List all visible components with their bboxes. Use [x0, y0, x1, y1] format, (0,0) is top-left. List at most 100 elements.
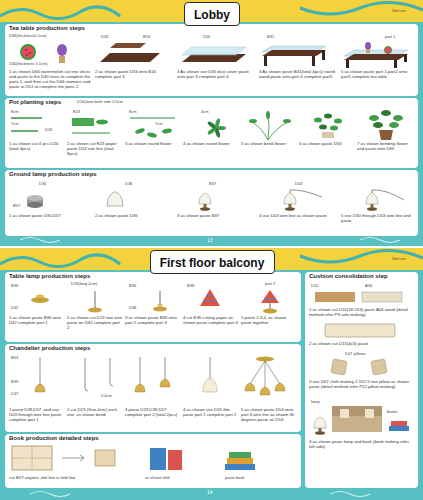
- illustration-part: [332, 416, 382, 432]
- label-slot: B37: [209, 182, 216, 187]
- part-label: D66(thickness0.1cm): [9, 34, 47, 39]
- step-text: 4 as shown round flower: [183, 142, 239, 147]
- illustration-part: [162, 128, 173, 134]
- label-slot: 6 as shown paste D56: [299, 142, 355, 147]
- illustration-part: [100, 53, 160, 62]
- illustration-part: [366, 49, 370, 53]
- step-text: 6 as shown paste D56: [299, 142, 355, 147]
- section-heading: Table lamp production steps: [9, 273, 297, 280]
- part-label: D24: [45, 128, 52, 133]
- step-text: 2 as shown cut D13(4x3) paste: [309, 342, 413, 347]
- label-slot: 1 paste D39,D57 ,and use D03 through wir…: [9, 408, 65, 423]
- label-slot: 3 As shown use D05 dust cover paste onto…: [177, 70, 253, 80]
- part-label: D42: [11, 306, 18, 311]
- label-slot: D40(thickness 0.1cm): [9, 62, 48, 67]
- step-text: 3 paste D23,D39,D57 complete part 2 (tot…: [125, 408, 181, 418]
- part-label: part 2: [265, 282, 275, 287]
- label-slot: 5 as shown bend flower: [241, 142, 297, 147]
- illustration-part: [385, 47, 392, 54]
- illustration-part: [200, 289, 220, 306]
- illustration-part: [0, 7, 120, 19]
- illustration-part: [203, 378, 217, 392]
- illustration-part: [27, 195, 43, 201]
- illustration-part: [261, 290, 279, 303]
- illustration-part: [332, 406, 382, 416]
- label-slot: D36: [129, 306, 136, 311]
- step-illustration: [11, 42, 409, 470]
- illustration-part: [346, 60, 349, 68]
- illustration-part: [372, 190, 404, 200]
- illustration-part: [0, 246, 423, 248]
- part-label: 8cm: [11, 110, 19, 115]
- label-slot: 1 as shown D66 watermelon cut into slice…: [9, 70, 91, 90]
- label-slot: 3 as shown paste B37: [177, 214, 253, 219]
- panel-ground: [5, 344, 301, 432]
- step-text: 1 as shown paste D30,D57: [9, 214, 85, 219]
- part-label: B38: [187, 284, 194, 289]
- illustration-part: [373, 122, 383, 128]
- illustration-part: [300, 2, 423, 14]
- illustration-part: [11, 117, 42, 118]
- illustration-part: [107, 192, 123, 206]
- illustration-part: [331, 359, 347, 375]
- label-slot: 2 as shown paste D33 onto B16 complete p…: [95, 70, 171, 80]
- panel-ground: [5, 434, 301, 488]
- illustration-part: [96, 120, 108, 125]
- step-text: 4 as shown use D05 film paste part 1 com…: [183, 408, 239, 418]
- illustration-part: [0, 255, 120, 267]
- part-label: as shown fold: [145, 476, 169, 481]
- panel-ground: [5, 98, 418, 168]
- step-panel: Cushion consolidation stepD10A061 as sho…: [305, 272, 418, 488]
- illustration-part: [256, 357, 274, 362]
- page-title: Lobby: [194, 8, 230, 22]
- illustration-part: [36, 295, 44, 298]
- step-text: 5 as shown paste D54 onto part 3,wire li…: [241, 408, 297, 423]
- part-label: B57: [13, 204, 20, 209]
- label-slot: 1 as shown cut 4 pcs D24 (total 4pcs): [9, 142, 65, 152]
- step-text: 4 As shown paste B41(total 4pcs) round w…: [259, 70, 335, 80]
- title-box: First floor balcony: [150, 250, 275, 274]
- part-label: D24(twist both side 0.5cm: [77, 100, 123, 105]
- part-label: D07 pillows: [345, 352, 365, 357]
- illustration-part: [404, 54, 407, 62]
- label-slot: as shown fold: [145, 476, 169, 481]
- label-slot: D10: [311, 284, 318, 289]
- illustration-part: [85, 358, 88, 391]
- illustration-part: [26, 54, 28, 56]
- label-slot: 13: [207, 238, 213, 244]
- illustration-part: [0, 22, 423, 246]
- label-slot: 2 as shown cut D13(4x3) paste: [309, 342, 413, 347]
- label-slot: 0.4cm: [101, 394, 112, 399]
- part-label: D10: [311, 284, 318, 289]
- label-slot: 7cm: [155, 122, 163, 127]
- section-heading: Cushion consolidation step: [309, 273, 414, 280]
- label-slot: 8cm: [129, 110, 137, 115]
- illustration-part: [40, 357, 41, 386]
- panel-ground: [5, 170, 418, 236]
- part-label: B37: [209, 182, 216, 187]
- part-label: paste book: [225, 476, 245, 481]
- label-slot: D07 pillows: [345, 352, 365, 357]
- page-number: 14: [207, 490, 213, 496]
- illustration-part: [21, 45, 35, 59]
- step-text: 2 as shown cut E23 paper paste D24 iron …: [67, 142, 123, 157]
- label-slot: D03: [295, 182, 302, 187]
- label-slot: 4 use D03 wire line as shown paste: [259, 214, 335, 219]
- step-text: 1 as shown D66 watermelon cut into slice…: [9, 70, 91, 90]
- step-text: 3 as shown paste B37: [177, 214, 253, 219]
- illustration-part: [182, 47, 246, 55]
- illustration-part: [381, 110, 391, 116]
- label-slot: D30: [39, 182, 46, 187]
- illustration-part: [207, 118, 226, 138]
- illustration-part: [365, 42, 371, 50]
- section-heading: Book production detailed steps: [9, 435, 297, 442]
- label-slot: 5 paste 2,3,4, as shown paste together: [241, 316, 297, 326]
- step-panel: Ground lamp production stepsD30B57D36B37…: [5, 170, 418, 236]
- illustration-part: [12, 446, 52, 470]
- label-slot: part 2: [265, 282, 275, 287]
- illustration-part: [160, 379, 170, 387]
- label-slot: B57: [13, 204, 20, 209]
- illustration-part: [371, 359, 387, 375]
- illustration-part: [275, 383, 285, 391]
- illustration-part: [262, 50, 326, 56]
